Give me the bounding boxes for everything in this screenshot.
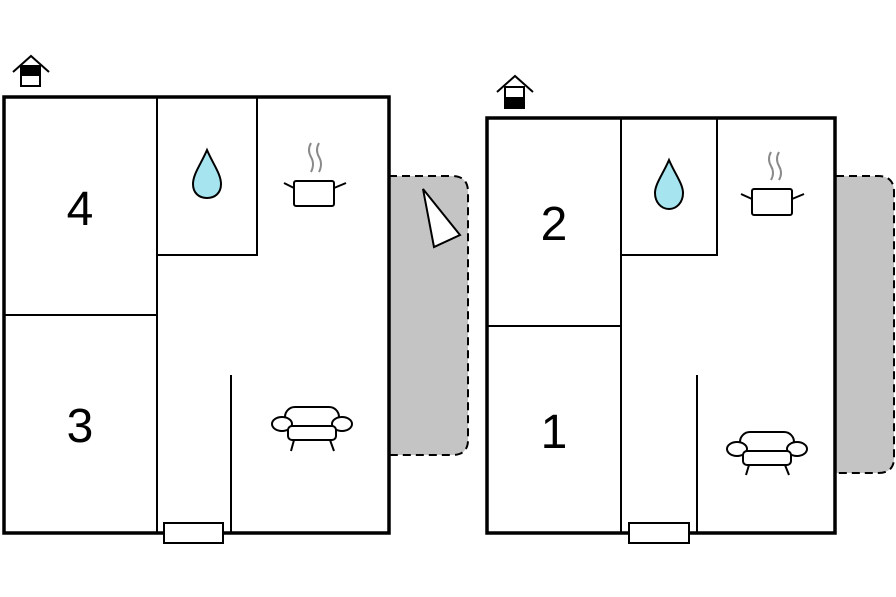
room-number: 1 [541,406,568,459]
water-drop-icon [653,157,685,211]
floor-plan-right: 2 1 [485,74,895,544]
sofa-icon [726,431,808,476]
sofa-icon [271,406,353,452]
north-arrow-icon [422,188,462,249]
water-drop-icon [191,147,223,200]
interior-walls [4,97,258,533]
house-floor-icon [12,54,50,87]
room-number: 2 [541,198,568,251]
cooking-pot-icon [283,142,347,207]
house-floor-icon [496,74,534,109]
terrace [389,175,469,456]
interior-walls [487,118,718,533]
door-mat-icon [163,522,224,544]
terrace [836,175,895,474]
room-number: 3 [67,400,94,453]
cooking-pot-icon [740,151,805,216]
floor-plan-left: 4 3 [2,54,469,544]
room-number: 4 [67,183,94,236]
door-mat-icon [628,522,690,544]
